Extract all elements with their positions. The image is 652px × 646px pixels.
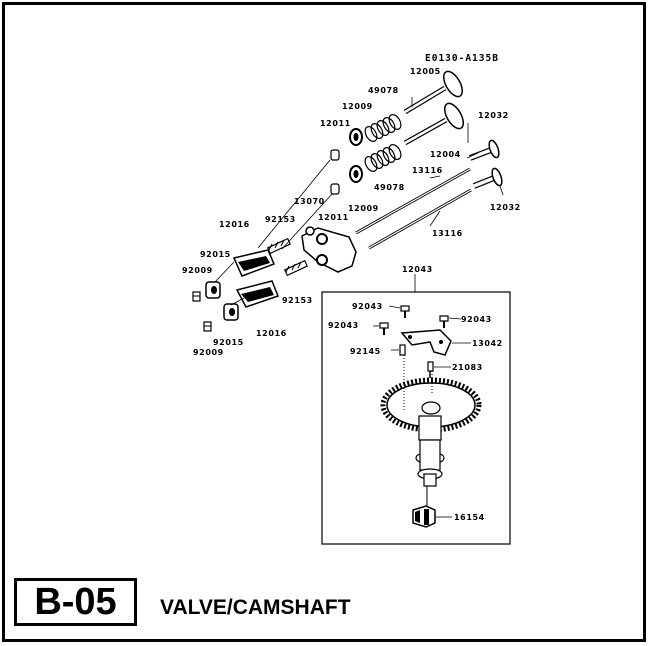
gear-16154[interactable]	[412, 486, 436, 528]
screw-92043-a[interactable]	[400, 305, 410, 318]
diagram-ref: E0130-A135B	[425, 53, 499, 64]
valve-12005[interactable]	[403, 68, 466, 115]
section-title: VALVE/CAMSHAFT	[160, 596, 351, 619]
rocker-arm-12016-upper[interactable]	[232, 249, 275, 277]
label-13116-upper: 13116	[412, 166, 443, 175]
screw-92043-b[interactable]	[379, 322, 389, 335]
label-12032-upper: 12032	[478, 111, 509, 120]
label-49078-lower: 49078	[374, 183, 405, 192]
nut-92009-lower[interactable]	[203, 321, 212, 332]
pivot-bolt-92153-upper[interactable]	[266, 237, 292, 255]
label-92043-a: 92043	[352, 302, 383, 311]
label-12011-lower: 12011	[318, 213, 349, 222]
retainer-12009-lower[interactable]	[349, 165, 363, 183]
adjuster-92015-upper[interactable]	[205, 281, 221, 299]
rocker-plate-13070[interactable]	[301, 226, 357, 273]
label-13070: 13070	[294, 197, 325, 206]
label-92015-lower: 92015	[213, 338, 244, 347]
label-13116-lower: 13116	[432, 229, 463, 238]
camshaft-gear-12043[interactable]	[380, 355, 482, 487]
label-12011-upper: 12011	[320, 119, 351, 128]
screw-92043-c[interactable]	[439, 315, 449, 328]
label-12016-lower: 12016	[256, 329, 287, 338]
label-92043-b: 92043	[328, 321, 359, 330]
label-92145: 92145	[350, 347, 381, 356]
label-92043-c: 92043	[461, 315, 492, 324]
pin-92145[interactable]	[399, 344, 406, 356]
label-13042: 13042	[472, 339, 503, 348]
label-12016-upper: 12016	[219, 220, 250, 229]
retainer-12009-upper[interactable]	[349, 128, 363, 146]
label-12032-lower: 12032	[490, 203, 521, 212]
push-rod-13116-upper[interactable]	[355, 167, 471, 235]
label-92015-upper: 92015	[200, 250, 231, 259]
adjuster-92015-lower[interactable]	[223, 303, 239, 321]
keeper-12011-lower[interactable]	[330, 183, 340, 195]
label-12043: 12043	[402, 265, 433, 274]
pivot-bolt-92153-lower[interactable]	[283, 259, 309, 277]
camshaft-inset-box	[321, 291, 511, 545]
keeper-12011-upper[interactable]	[330, 149, 340, 161]
tappet-12032-lower[interactable]	[472, 167, 504, 189]
leader-lines	[214, 97, 504, 306]
diagram-frame	[2, 2, 646, 642]
label-92009-upper: 92009	[182, 266, 213, 275]
push-rod-13116-lower[interactable]	[368, 188, 472, 250]
rocker-arm-12016-lower[interactable]	[235, 280, 279, 308]
spring-49078-lower[interactable]	[363, 143, 404, 174]
weight-13042[interactable]	[400, 329, 452, 356]
camshaft-leader-lines	[373, 305, 471, 518]
label-16154: 16154	[454, 513, 485, 522]
label-12004: 12004	[430, 150, 461, 159]
label-12009-lower: 12009	[348, 204, 379, 213]
valve-12004[interactable]	[403, 100, 467, 146]
label-12005: 12005	[410, 67, 441, 76]
label-21083: 21083	[452, 363, 483, 372]
label-12009-upper: 12009	[342, 102, 373, 111]
nut-92009-upper[interactable]	[192, 291, 201, 302]
label-92153-lower: 92153	[282, 296, 313, 305]
section-code: B-05	[14, 578, 137, 626]
spring-49078-upper[interactable]	[363, 113, 404, 144]
tappet-12032-upper[interactable]	[468, 139, 501, 161]
label-92153-upper: 92153	[265, 215, 296, 224]
label-92009-lower: 92009	[193, 348, 224, 357]
pin-21083[interactable]	[427, 361, 434, 378]
label-49078-upper: 49078	[368, 86, 399, 95]
